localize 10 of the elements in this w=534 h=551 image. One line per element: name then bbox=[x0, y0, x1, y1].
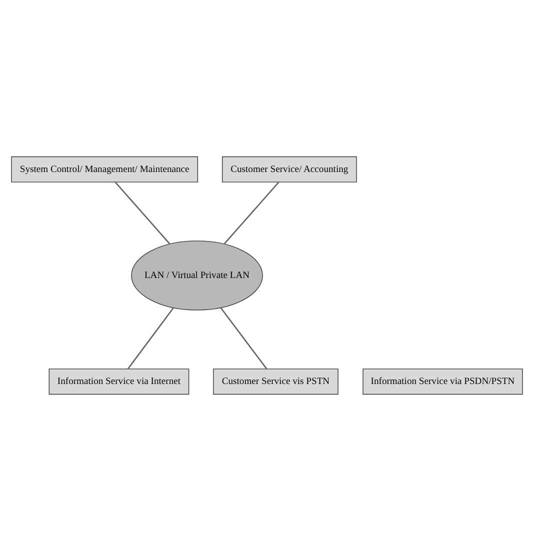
node-box: System Control/ Management/ Maintenance bbox=[11, 156, 198, 182]
connector bbox=[114, 182, 170, 244]
connector bbox=[220, 307, 268, 370]
node-ellipse: LAN / Virtual Private LAN bbox=[131, 240, 263, 310]
node-box: Information Service via PSDN/PSTN bbox=[362, 368, 523, 395]
connector bbox=[127, 307, 174, 370]
node-box: Information Service via Internet bbox=[48, 368, 190, 395]
node-box: Customer Service/ Accounting bbox=[222, 156, 357, 182]
node-box: Customer Service vis PSTN bbox=[213, 368, 338, 395]
connector bbox=[224, 182, 280, 244]
